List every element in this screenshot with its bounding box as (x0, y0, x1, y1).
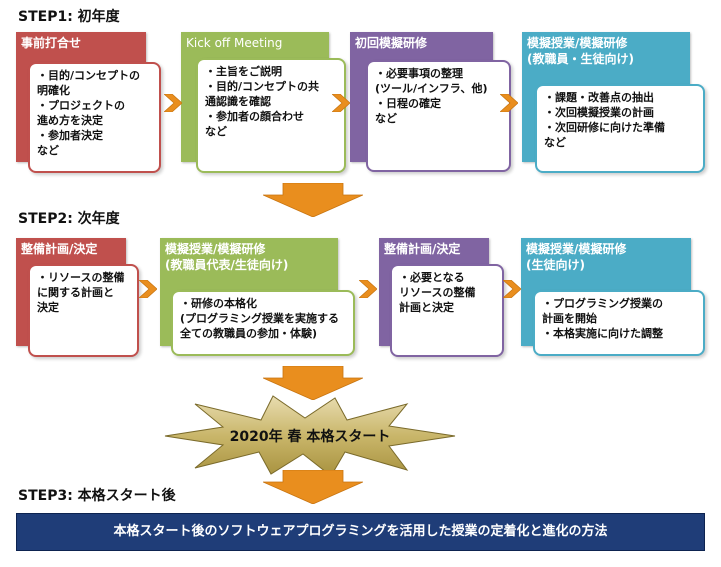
chevron-arrow-icon (332, 94, 350, 112)
down-arrow-icon (263, 366, 363, 400)
step2-box2-body: ・研修の本格化 (プログラミング授業を実施する 全ての教職員の参加・体験) (171, 290, 355, 356)
step1-box4-body: ・課題・改善点の抽出 ・次回模擬授業の計画 ・次回研修に向けた準備 など (535, 84, 705, 173)
down-arrow-icon (263, 470, 363, 504)
step1-title: STEP1: 初年度 (18, 9, 120, 25)
chevron-arrow-icon (139, 280, 157, 298)
chevron-arrow-icon (503, 280, 521, 298)
step2-box4-body: ・プログラミング授業の 計画を開始 ・本格実施に向けた調整 (533, 290, 705, 356)
step2-box1-body: ・リソースの整備 に関する計画と 決定 (28, 264, 139, 357)
milestone-burst: 2020年 春 本格スタート (164, 395, 456, 477)
step1-box1-body: ・目的/コンセプトの 明確化 ・プロジェクトの 進め方を決定 ・参加者決定 など (28, 62, 161, 173)
milestone-text: 2020年 春 本格スタート (230, 428, 391, 445)
step2-title: STEP2: 次年度 (18, 211, 120, 227)
step2-box3-body: ・必要となる リソースの整備 計画と決定 (390, 264, 504, 357)
step1-box2-body: ・主旨をご説明 ・目的/コンセプトの共 通認識を確認 ・参加者の顔合わせ など (196, 58, 346, 173)
down-arrow-icon (263, 183, 363, 217)
chevron-arrow-icon (359, 280, 377, 298)
step1-box3-body: ・必要事項の整理 (ツール/インフラ、他) ・日程の確定 など (366, 60, 511, 172)
chevron-arrow-icon (164, 94, 182, 112)
step3-title: STEP3: 本格スタート後 (18, 488, 176, 504)
chevron-arrow-icon (500, 94, 518, 112)
step3-summary-bar: 本格スタート後のソフトウェアプログラミングを活用した授業の定着化と進化の方法 (16, 513, 705, 551)
